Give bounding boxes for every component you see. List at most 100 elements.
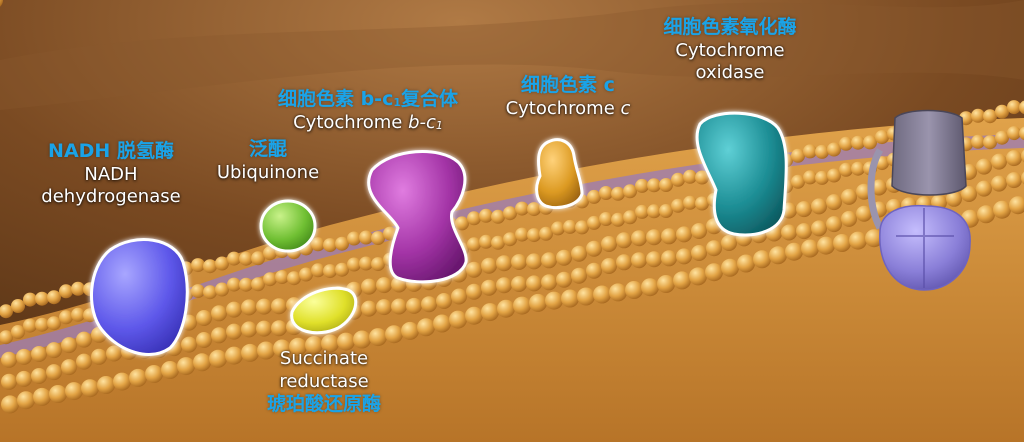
lipid-head xyxy=(995,130,1009,145)
lipid-head xyxy=(721,258,739,277)
lipid-head xyxy=(577,287,595,306)
lipid-head xyxy=(976,180,992,197)
lipid-head xyxy=(791,148,805,163)
lipid-head xyxy=(1,351,17,368)
lipid-head xyxy=(65,382,83,401)
lipid-head xyxy=(826,194,842,211)
lipid-head xyxy=(511,254,527,270)
lipid-head xyxy=(215,256,229,271)
lipid-head xyxy=(289,337,307,356)
lipid-head xyxy=(496,277,512,294)
lipid-head xyxy=(616,232,632,249)
cytochrome-oxidase-cn: 细胞色素氧化酶 xyxy=(663,16,797,38)
lipid-head xyxy=(451,288,467,305)
lipid-head xyxy=(503,206,517,221)
lipid-head xyxy=(193,353,211,372)
lipid-head xyxy=(1021,171,1024,185)
lipid-head xyxy=(23,292,37,307)
lipid-head xyxy=(769,246,787,265)
lipid-head xyxy=(977,205,995,224)
lipid-head xyxy=(993,200,1011,219)
lipid-head xyxy=(796,223,812,240)
lipid-head xyxy=(113,372,131,391)
lipid-head xyxy=(0,304,13,319)
lipid-head xyxy=(1021,149,1024,163)
ubiquinone-label: 泛醌 Ubiquinone xyxy=(196,138,340,184)
cytochrome-c-en: Cytochrome c xyxy=(505,97,631,119)
lipid-head xyxy=(803,170,817,185)
lipid-head xyxy=(839,162,853,177)
lipid-head xyxy=(691,223,707,239)
lipid-head xyxy=(527,202,541,217)
lipid-head xyxy=(215,282,229,297)
lipid-head xyxy=(526,275,542,292)
lipid-head xyxy=(61,359,77,376)
lipid-head xyxy=(31,368,47,384)
lipid-head xyxy=(657,275,675,293)
lipid-head xyxy=(625,281,643,299)
lipid-head xyxy=(737,254,755,273)
lipid-head xyxy=(661,250,677,267)
cytochrome-bc1-label: 细胞色素 b-c1复合体 Cytochrome b-c1 xyxy=(250,88,486,134)
lipid-head xyxy=(635,204,649,219)
lipid-head xyxy=(11,325,25,339)
lipid-head xyxy=(359,256,373,271)
lipid-head xyxy=(203,285,217,300)
lipid-head xyxy=(421,296,437,313)
cytochrome-c-cn: 细胞色素 c xyxy=(521,74,615,96)
lipid-head xyxy=(227,277,241,292)
lipid-head xyxy=(991,175,1007,192)
lipid-head xyxy=(145,365,163,383)
lipid-head xyxy=(361,278,377,295)
lipid-head xyxy=(811,198,827,215)
lipid-head xyxy=(683,195,697,210)
lipid-head xyxy=(479,234,493,249)
lipid-head xyxy=(16,370,32,387)
lipid-head xyxy=(539,226,553,241)
lipid-head xyxy=(817,236,835,255)
lipid-head xyxy=(676,226,692,243)
lipid-head xyxy=(961,186,977,202)
lipid-head xyxy=(491,209,505,224)
lipid-head xyxy=(481,303,499,322)
lipid-head xyxy=(191,258,205,273)
lipid-head xyxy=(256,320,272,337)
lipid-head xyxy=(71,281,85,296)
lipid-head xyxy=(466,283,482,300)
lipid-head xyxy=(257,341,275,360)
lipid-head xyxy=(391,298,407,315)
lipid-head xyxy=(335,236,349,251)
lipid-head xyxy=(851,135,865,150)
lipid-head xyxy=(271,320,287,337)
lipid-head xyxy=(371,231,385,246)
lipid-head xyxy=(497,299,515,318)
lipid-head xyxy=(646,229,662,246)
lipid-head xyxy=(491,235,505,250)
nadh-dehydrogenase-label: NADH 脱氢酶 NADH dehydrogenase xyxy=(18,140,204,209)
nadh-dehydrogenase-en-line2: dehydrogenase xyxy=(41,186,181,208)
lipid-head xyxy=(181,336,197,353)
lipid-head xyxy=(0,330,13,345)
lipid-head xyxy=(791,174,805,189)
lipid-head xyxy=(827,168,841,183)
lipid-head xyxy=(526,253,542,270)
lipid-head xyxy=(599,212,613,226)
lipid-head xyxy=(635,178,649,193)
lipid-head xyxy=(23,318,37,333)
lipid-head xyxy=(241,343,259,362)
lipid-head xyxy=(311,263,325,278)
cytochrome-oxidase-protein xyxy=(695,111,788,237)
lipid-head xyxy=(706,240,722,257)
lipid-head xyxy=(273,339,291,358)
lipid-head xyxy=(851,161,865,176)
lipid-head xyxy=(263,272,277,287)
lipid-head xyxy=(839,136,853,151)
lipid-head xyxy=(561,289,579,308)
lipid-head xyxy=(623,184,637,199)
lipid-head xyxy=(369,328,387,347)
lipid-head xyxy=(376,277,392,294)
lipid-head xyxy=(321,334,339,353)
lipid-head xyxy=(59,284,73,299)
atp-synthase-rotor xyxy=(891,109,967,196)
